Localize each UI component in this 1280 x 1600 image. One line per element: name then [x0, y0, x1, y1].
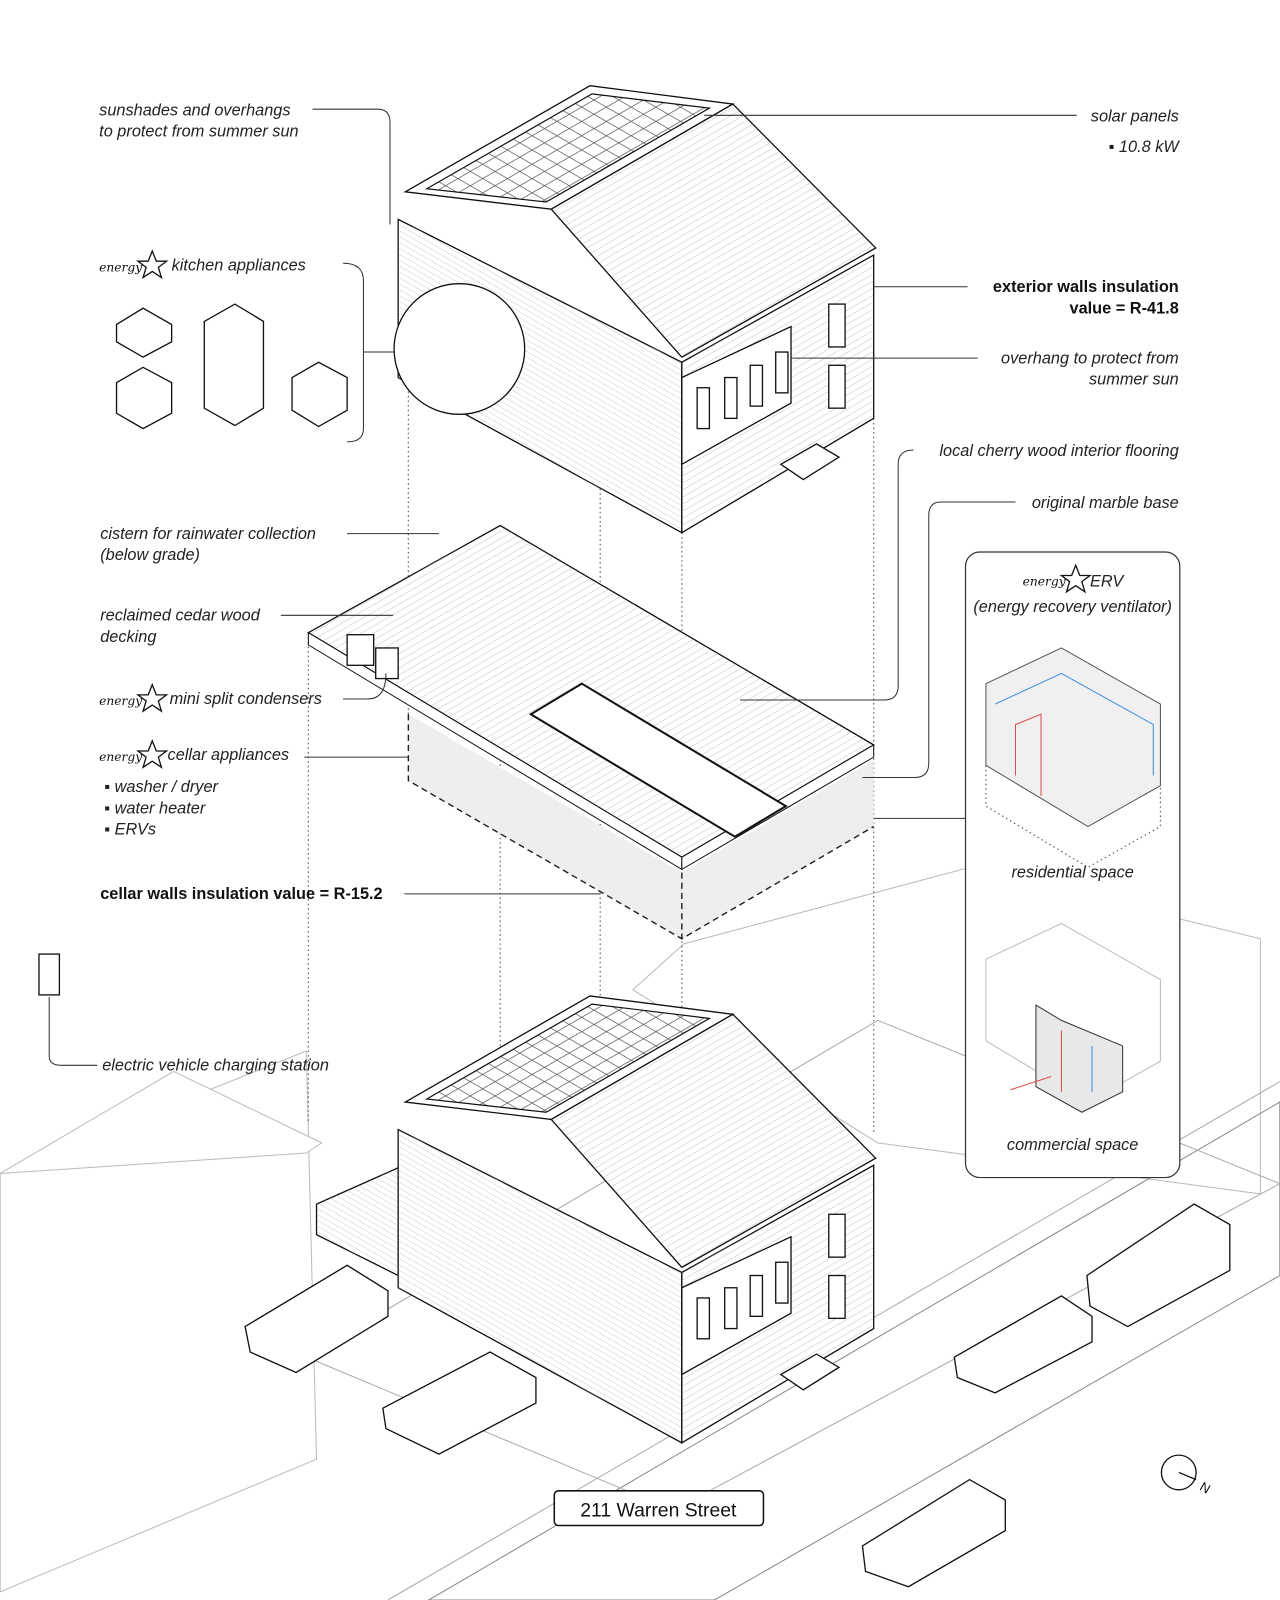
refrigerator-icon — [203, 303, 265, 427]
decking-label: reclaimed cedar wood — [100, 606, 261, 624]
exterior-walls-value: value = R-41.8 — [1070, 299, 1179, 317]
cellar-walls-label: cellar walls insulation value = R-15.2 — [100, 885, 382, 903]
flooring-label: local cherry wood interior flooring — [939, 442, 1178, 460]
address-label: 211 Warren Street — [580, 1499, 737, 1521]
car — [953, 1295, 1093, 1394]
car — [1086, 1203, 1231, 1328]
energy-star-logo — [98, 684, 168, 712]
erv-subtitle: (energy recovery ventilator) — [973, 598, 1172, 616]
range-icon — [115, 366, 173, 430]
decking-label-line2: decking — [100, 628, 156, 646]
residential-space-illustration — [985, 647, 1162, 869]
cistern-label: cistern for rainwater collection — [100, 525, 316, 543]
floor-plate — [307, 524, 875, 940]
cellar-item: ▪ washer / dryer — [104, 778, 218, 796]
energy-star-logo — [98, 250, 168, 279]
car — [382, 1351, 537, 1455]
cellar-appliances-label: cellar appliances — [168, 746, 290, 764]
car — [861, 1478, 1006, 1588]
ev-station-label: electric vehicle charging station — [102, 1056, 329, 1074]
overhang-label: overhang to protect from — [1001, 349, 1179, 367]
solar-panels-label: solar panels — [1091, 107, 1179, 125]
kitchen-detail-magnifier — [393, 283, 526, 415]
commercial-space-illustration — [985, 922, 1161, 1113]
leader-lines — [48, 108, 1077, 1066]
exterior-walls-label: exterior walls insulation — [993, 278, 1179, 296]
cellar-item: ▪ water heater — [104, 799, 206, 817]
north-arrow: N — [1160, 1454, 1213, 1497]
marble-base-label: original marble base — [1032, 494, 1179, 512]
erv-title: ERV — [1090, 573, 1125, 591]
erv-panel: ERV (energy recovery ventilator) residen… — [964, 551, 1181, 1179]
mini-split-label: mini split condensers — [170, 690, 322, 708]
car — [244, 1264, 389, 1374]
kitchen-appliance-icons — [115, 303, 348, 430]
microwave-icon — [115, 307, 173, 358]
kitchen-appliances-label: kitchen appliances — [172, 256, 306, 274]
overhang-label-line2: summer sun — [1089, 371, 1179, 389]
cistern-label-line2: (below grade) — [100, 546, 200, 564]
commercial-space-label: commercial space — [1007, 1136, 1138, 1154]
solar-kw-value: ▪ 10.8 kW — [1109, 138, 1181, 156]
sunshades-label-line2: to protect from summer sun — [99, 123, 298, 141]
ev-charger-icon — [38, 953, 61, 996]
address-tag: 211 Warren Street — [553, 1490, 765, 1527]
residential-space-label: residential space — [1011, 864, 1133, 882]
cellar-item: ▪ ERVs — [104, 821, 156, 839]
dishwasher-icon — [291, 361, 348, 428]
sunshades-label: sunshades and overhangs — [99, 101, 290, 119]
energy-star-logo — [98, 740, 168, 769]
north-label: N — [1197, 1479, 1213, 1497]
